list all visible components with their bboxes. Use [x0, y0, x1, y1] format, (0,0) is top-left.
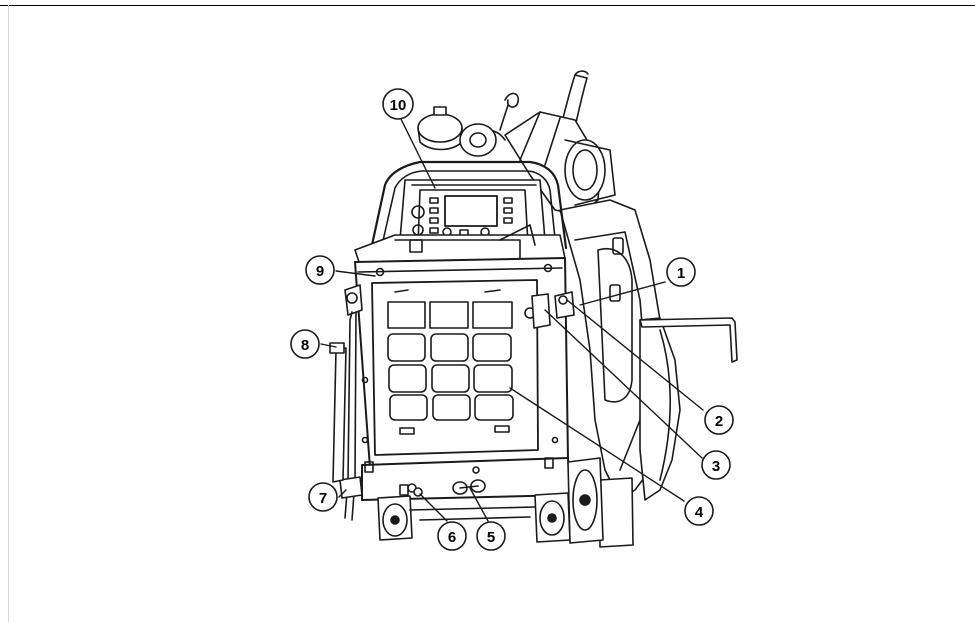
- callout-6: 6: [437, 521, 467, 551]
- callout-3-label: 3: [712, 458, 720, 475]
- leader-7: [338, 489, 347, 498]
- rear-wheel-left: [377, 495, 413, 541]
- chassis-base: [361, 457, 571, 501]
- rear-wheel-right: [534, 492, 571, 543]
- bottom-rails: [409, 506, 536, 521]
- callout-3: 3: [701, 450, 731, 480]
- leader-10: [397, 112, 436, 189]
- blade-cover-right: [599, 317, 681, 548]
- lifting-eye: [499, 92, 520, 131]
- leader-8: [320, 343, 337, 348]
- callout-1-label: 1: [677, 265, 685, 282]
- callout-2: 2: [704, 405, 734, 435]
- callout-8: 8: [290, 329, 320, 359]
- callout-4-label: 4: [695, 504, 704, 521]
- callout-5-label: 5: [487, 529, 495, 546]
- leader-1: [579, 281, 666, 306]
- callout-4: 4: [684, 496, 714, 526]
- leader-4: [509, 387, 685, 502]
- engine-block: [504, 111, 616, 216]
- air-filter: [417, 106, 506, 157]
- leader-3: [544, 309, 703, 459]
- callout-10-label: 10: [390, 97, 407, 114]
- leader-2: [566, 299, 704, 411]
- leader-9: [335, 270, 376, 277]
- callouts: 1 2 3 4 5 6 7: [290, 88, 734, 551]
- left-rule: [8, 5, 9, 622]
- callout-5: 5: [476, 521, 506, 551]
- left-lever: [339, 284, 363, 521]
- callout-9: 9: [305, 255, 335, 285]
- grille-panel: [371, 279, 539, 456]
- leader-6: [419, 493, 448, 522]
- leader-5: [469, 487, 489, 522]
- top-rule: [0, 5, 975, 6]
- callout-9-label: 9: [316, 263, 324, 280]
- leader-lines: [320, 112, 704, 522]
- callout-2-label: 2: [715, 413, 723, 430]
- callout-8-label: 8: [301, 337, 309, 354]
- height-stick: [329, 342, 347, 483]
- control-panel: [411, 189, 529, 246]
- callout-7: 7: [308, 482, 338, 512]
- callout-6-label: 6: [448, 529, 456, 546]
- callout-1: 1: [666, 257, 696, 287]
- front-wheel-right: [567, 457, 604, 544]
- panel-tray: [354, 224, 566, 266]
- callout-7-label: 7: [319, 490, 327, 507]
- callout-10: 10: [382, 88, 414, 120]
- pointer-arm: [639, 317, 738, 363]
